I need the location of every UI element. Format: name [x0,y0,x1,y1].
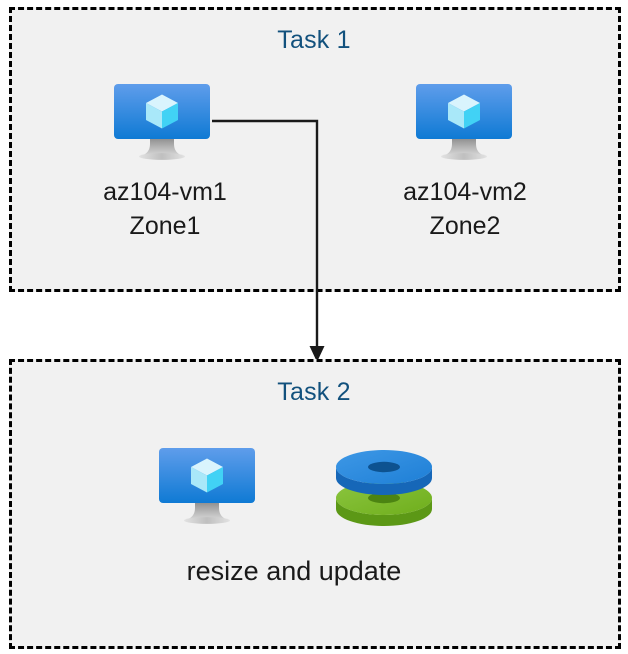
virtual-machine-icon [110,84,214,162]
task-1-title: Task 1 [277,26,351,54]
virtual-machine-icon [412,84,516,162]
task-2-group-box [9,359,621,649]
az104-vm2-label: az104-vm2 Zone2 [403,178,527,240]
virtual-machine-icon [155,448,259,526]
managed-disks-icon [332,445,436,529]
task-2-caption: resize and update [186,556,402,586]
task-2-title: Task 2 [277,378,351,406]
az104-vm1-label: az104-vm1 Zone1 [103,178,227,240]
